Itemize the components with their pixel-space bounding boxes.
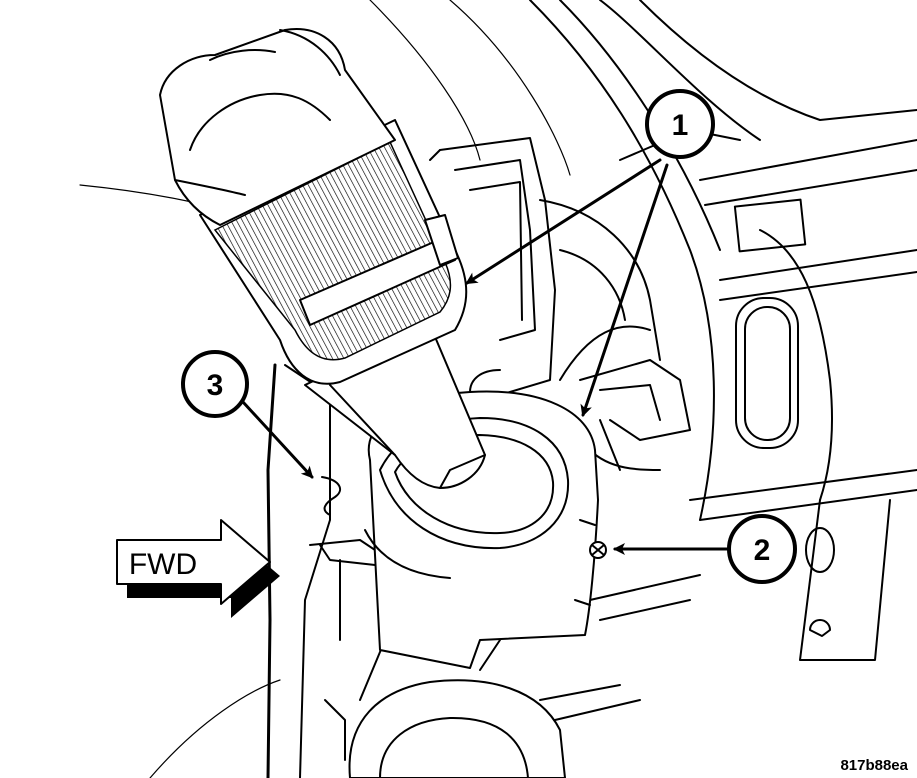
fwd-direction-arrow: FWD [116, 519, 280, 618]
callout-arrows [241, 158, 730, 555]
steering-column-hub [348, 574, 701, 778]
callout-1-label: 1 [672, 109, 689, 142]
wire-clip [321, 476, 342, 516]
callout-2-label: 2 [754, 534, 771, 567]
dash-background [79, 0, 917, 661]
callout-3-label: 3 [207, 369, 224, 402]
mounting-bracket [429, 137, 691, 441]
callout-3: 3 [181, 350, 249, 418]
fwd-label: FWD [129, 548, 197, 581]
figure-code: 817b88ea [840, 757, 908, 774]
callout-1: 1 [645, 89, 715, 159]
multifunction-lever [159, 28, 486, 489]
callout-2: 2 [727, 514, 797, 584]
